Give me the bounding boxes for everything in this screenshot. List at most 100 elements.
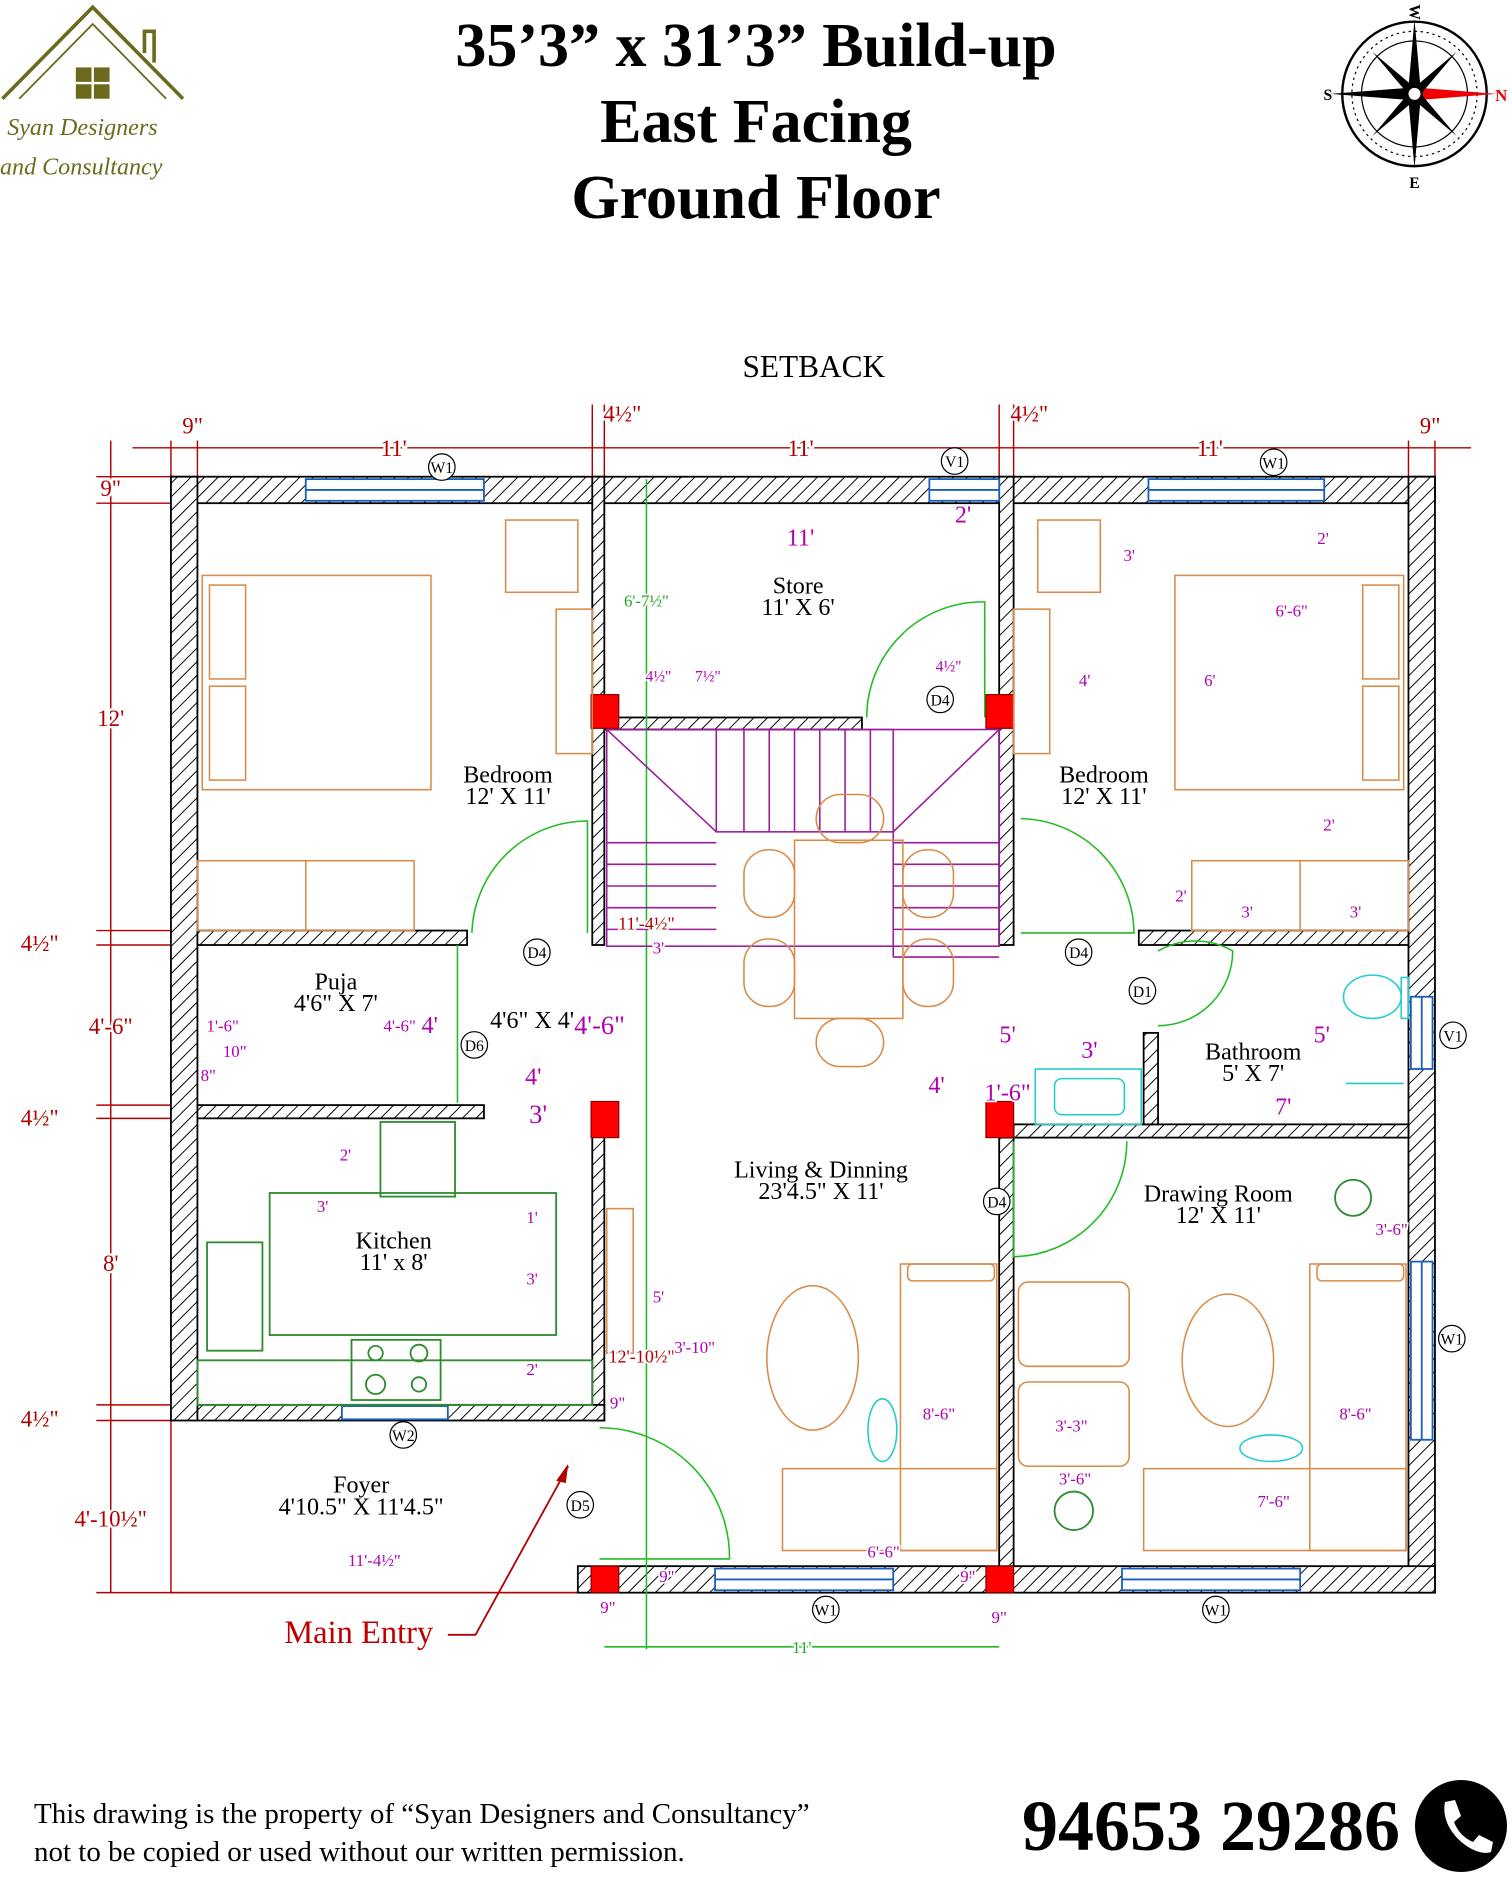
dimension-label: 2': [955, 502, 971, 528]
dimension-label: 2': [1323, 816, 1334, 835]
copyright-notice: This drawing is the property of “Syan De…: [34, 1795, 810, 1871]
outer-dimension-label: 4½": [21, 1407, 59, 1432]
outer-dimension-label: 4'-6": [89, 1014, 133, 1039]
dimension-label: 2': [1175, 887, 1186, 906]
dimension-label: 5': [1314, 1023, 1330, 1049]
dimension-label: 1'-6": [984, 1080, 1030, 1106]
phone-number: 94653 29286: [1022, 1786, 1400, 1866]
room-name: Drawing Room: [1144, 1181, 1293, 1207]
outer-dimension-label: 8': [103, 1251, 119, 1276]
dimension-label: 3'-10": [674, 1338, 715, 1357]
room-name: Living & Dinning: [734, 1157, 908, 1183]
dimension-label: 8": [201, 1066, 216, 1085]
outer-dimension-label: 11': [381, 436, 407, 461]
logo-text-2: and Consultancy: [0, 155, 163, 181]
room-size: 12' X 11': [1176, 1203, 1261, 1229]
tag-label: W1: [1441, 1332, 1464, 1349]
tag-circle: [982, 1187, 1011, 1216]
dimension-label: 4': [928, 1073, 944, 1099]
dimension-label: 11': [792, 1638, 811, 1657]
title-line-1: 35’3” x 31’3” Build-up: [455, 12, 1057, 80]
outer-dimension-label: 11': [787, 436, 813, 461]
compass-icon: W S N E: [1323, 4, 1507, 192]
phone-icon: [1415, 1780, 1507, 1872]
room-size: 11' X 6': [761, 595, 834, 621]
tag-label: W1: [1262, 455, 1285, 472]
tag-label: W1: [815, 1603, 838, 1620]
furniture: [196, 519, 1410, 1552]
kitchen-fixtures: [196, 1121, 1373, 1531]
outer-dimension-label: 12': [97, 706, 124, 731]
tag-circle: [811, 1595, 840, 1624]
copyright-line-1: This drawing is the property of “Syan De…: [34, 1798, 810, 1830]
columns: [590, 694, 1015, 1594]
dimension-label: 4': [525, 1065, 541, 1091]
dimension-label: 9": [960, 1567, 975, 1586]
tag-circle: [427, 453, 456, 481]
dimension-label: 8'-6": [1339, 1404, 1371, 1423]
dimension-label: 9": [610, 1393, 625, 1412]
dimension-label: 7'-6": [1257, 1492, 1289, 1511]
dimension-label: 3': [526, 1269, 537, 1288]
dimension-label: 3': [317, 1197, 328, 1216]
outer-dimension-label: 9": [1420, 413, 1441, 438]
compass-e: E: [1409, 175, 1419, 192]
outer-dimension-label: 4½": [1010, 401, 1048, 426]
outer-dimension-label: 4½": [21, 1106, 59, 1131]
dimension-label: 3': [529, 1099, 547, 1129]
title-line-3: Ground Floor: [571, 164, 941, 232]
walls: [170, 475, 1436, 1594]
tag-circle: [460, 1031, 489, 1059]
outer-dimension-label: 11': [1197, 436, 1223, 461]
tag-circle: [523, 938, 551, 967]
room-size: 11' x 8': [360, 1250, 428, 1276]
dining-table: [793, 839, 904, 1020]
outer-dimension-label: 9": [182, 413, 203, 438]
dimension-label: 3': [1081, 1038, 1097, 1064]
tag-circle: [566, 1490, 595, 1519]
dimension-label: 2': [1317, 529, 1328, 548]
room-size: 4'10.5" X 11'4.5": [279, 1494, 444, 1520]
outer-dimension-label: 4'-10½": [75, 1506, 148, 1531]
dimension-label: 4½": [936, 659, 962, 676]
dimension-label: 4': [1079, 671, 1090, 690]
staircase: [605, 728, 1000, 958]
tag-label: D4: [987, 1194, 1006, 1211]
room-name: Puja: [314, 970, 357, 996]
room-name: Kitchen: [356, 1228, 432, 1254]
logo-text-1: Syan Designers: [7, 115, 157, 141]
tag-circle: [1259, 448, 1288, 477]
dimension-label: 10": [223, 1042, 247, 1061]
dimension-label: 6'-6": [867, 1543, 899, 1562]
tag-label: V1: [945, 454, 964, 471]
dimension-label: 6'-6": [1276, 601, 1308, 620]
dimension-label: 4'-6": [574, 1010, 625, 1040]
compass-s: S: [1323, 87, 1332, 104]
tag-label: V1: [1443, 1028, 1462, 1045]
outer-dimensions: 9" 11' 4½" 11' 4½" 11' 9" 9" 12' 4½" 4'-6" 4½" 8' 4½"…: [18, 399, 1443, 1534]
dimension-label: 7½": [695, 668, 721, 685]
dimension-label: 3': [653, 938, 664, 957]
tag-circle: [940, 447, 969, 475]
room-name: Bedroom: [463, 762, 553, 788]
dimension-label: 11': [787, 525, 815, 551]
title-line-2: East Facing: [600, 88, 912, 156]
dimension-label: 3': [1350, 902, 1361, 921]
tag-label: D4: [1069, 945, 1088, 962]
room-size: 5' X 7': [1222, 1061, 1284, 1087]
tag-circle: [389, 1421, 418, 1449]
compass-w: W: [1406, 4, 1423, 20]
outer-dimension-label: 4½": [603, 401, 641, 426]
tag-label: W2: [392, 1428, 415, 1445]
doors: [456, 479, 1234, 1650]
dimension-label: 3'-6": [1059, 1469, 1091, 1488]
tag-label: D6: [465, 1038, 484, 1055]
dimension-label: 11'-4½": [618, 913, 675, 933]
dimension-label: 8'-6": [923, 1404, 955, 1423]
room-size: 12' X 11': [1061, 784, 1146, 810]
room-size: 4'6" X 7': [294, 991, 378, 1017]
setback-label: SETBACK: [743, 349, 886, 384]
